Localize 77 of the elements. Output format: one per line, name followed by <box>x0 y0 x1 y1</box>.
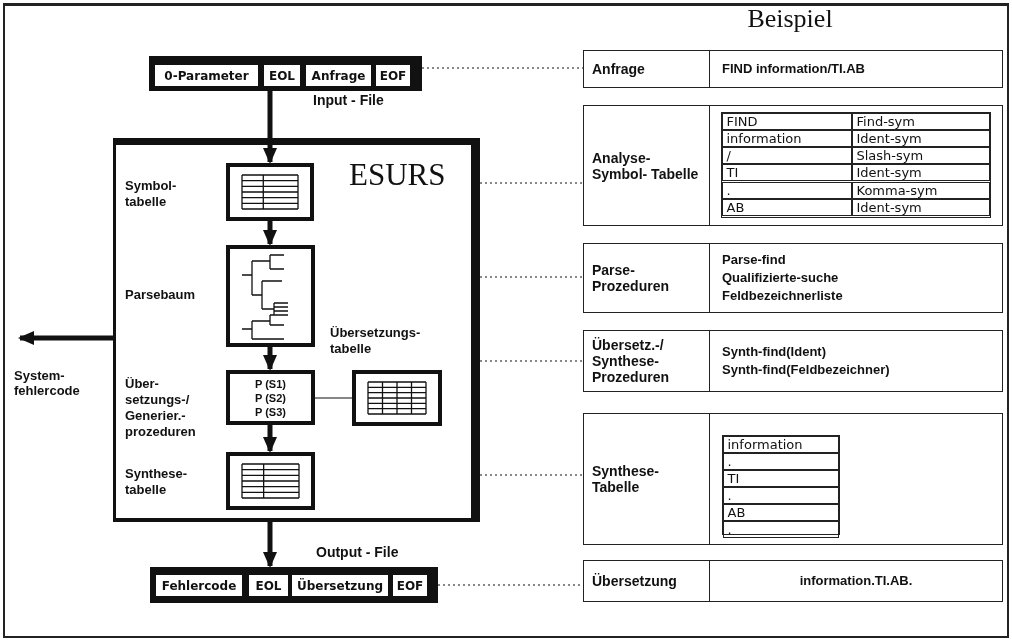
table-cell: FIND <box>721 112 852 130</box>
table-box <box>226 452 315 510</box>
output-label: System- fehlercode <box>14 368 104 408</box>
table-cell: Komma-sym <box>851 181 990 199</box>
node-caption: Über- setzungs-/ Generier.- prozeduren <box>125 376 197 440</box>
record-field: EOF <box>393 575 427 596</box>
table-cell: . <box>722 520 839 538</box>
leader-line <box>479 276 584 278</box>
example-row <box>583 50 1003 88</box>
procedure-call: P (S1) <box>255 376 286 391</box>
node-caption: Symbol- tabelle <box>125 178 178 210</box>
procedure-call: P (S3) <box>255 404 286 419</box>
row-heading: Analyse- Symbol- Tabelle <box>592 149 700 182</box>
table-cell: TI <box>721 164 852 182</box>
row-entry: Parse-find <box>722 251 787 269</box>
row-heading: Parse- Prozeduren <box>592 262 670 294</box>
record-field: EOL <box>264 65 300 86</box>
row-entry: information.TI.AB. <box>799 572 913 590</box>
row-heading: Übersetz.-/ Synthese- Prozeduren <box>592 337 670 385</box>
table-cell: information <box>722 435 839 453</box>
node-caption: Input - File <box>313 92 385 108</box>
row-entry: Synth-find(Feldbezeichner) <box>722 361 891 379</box>
file-record-bar <box>150 567 438 603</box>
connector-line <box>314 397 353 399</box>
leader-line <box>479 474 584 476</box>
table-cell: . <box>722 486 839 504</box>
table-box <box>352 370 442 426</box>
record-field: Übersetzung <box>292 575 388 596</box>
example-row <box>583 105 1003 226</box>
node-caption: Parsebaum <box>125 287 197 303</box>
arrow <box>18 331 113 345</box>
table-cell: . <box>722 452 839 470</box>
leader-line <box>479 182 584 184</box>
record-field: Fehlercode <box>156 575 242 596</box>
arrow <box>263 221 277 246</box>
example-row <box>583 330 1003 392</box>
node-caption: Output - File <box>316 544 400 560</box>
record-field: 0-Parameter <box>155 65 258 86</box>
record-field: EOL <box>249 575 288 596</box>
table-cell: information <box>721 129 852 147</box>
table-cell: AB <box>722 503 839 521</box>
procedure-box <box>226 370 315 425</box>
arrow <box>263 91 277 164</box>
table-cell: . <box>721 181 852 199</box>
record-field: Anfrage <box>306 65 371 86</box>
example-row <box>583 560 1003 602</box>
table-cell: / <box>721 147 852 165</box>
system-box <box>113 138 480 522</box>
node-caption: Übersetzungs- tabelle <box>330 325 422 357</box>
row-heading: Übersetzung <box>592 573 677 589</box>
procedure-call: P (S2) <box>255 390 286 405</box>
table-cell: Slash-sym <box>851 147 990 165</box>
parse-tree-box <box>226 245 315 347</box>
arrow <box>263 347 277 371</box>
row-entry: FIND information/TI.AB <box>722 60 866 78</box>
node-caption: Synthese- tabelle <box>125 466 189 498</box>
leader-line <box>479 360 584 362</box>
table-cell: AB <box>721 199 852 217</box>
table-cell: TI <box>722 469 839 487</box>
arrow <box>263 425 277 453</box>
example-row <box>583 243 1003 313</box>
row-entry: Qualifizierte-suche <box>722 269 840 287</box>
row-entry: Synth-find(Ident) <box>722 343 827 361</box>
table-cell: Ident-sym <box>851 129 990 147</box>
table-cell: Ident-sym <box>851 199 990 217</box>
row-heading: Anfrage <box>592 61 645 77</box>
file-record-bar <box>149 56 422 91</box>
arrow <box>263 522 277 568</box>
example-heading: Beispiel <box>746 4 834 34</box>
example-row <box>583 413 1003 545</box>
system-title: ESURS <box>349 157 446 193</box>
record-field: EOF <box>376 65 410 86</box>
table-cell: Find-sym <box>851 112 990 130</box>
row-entry: Feldbezeichnerliste <box>722 287 844 305</box>
row-heading: Synthese- Tabelle <box>592 463 660 495</box>
table-cell: Ident-sym <box>851 164 990 182</box>
table-box <box>226 163 314 221</box>
